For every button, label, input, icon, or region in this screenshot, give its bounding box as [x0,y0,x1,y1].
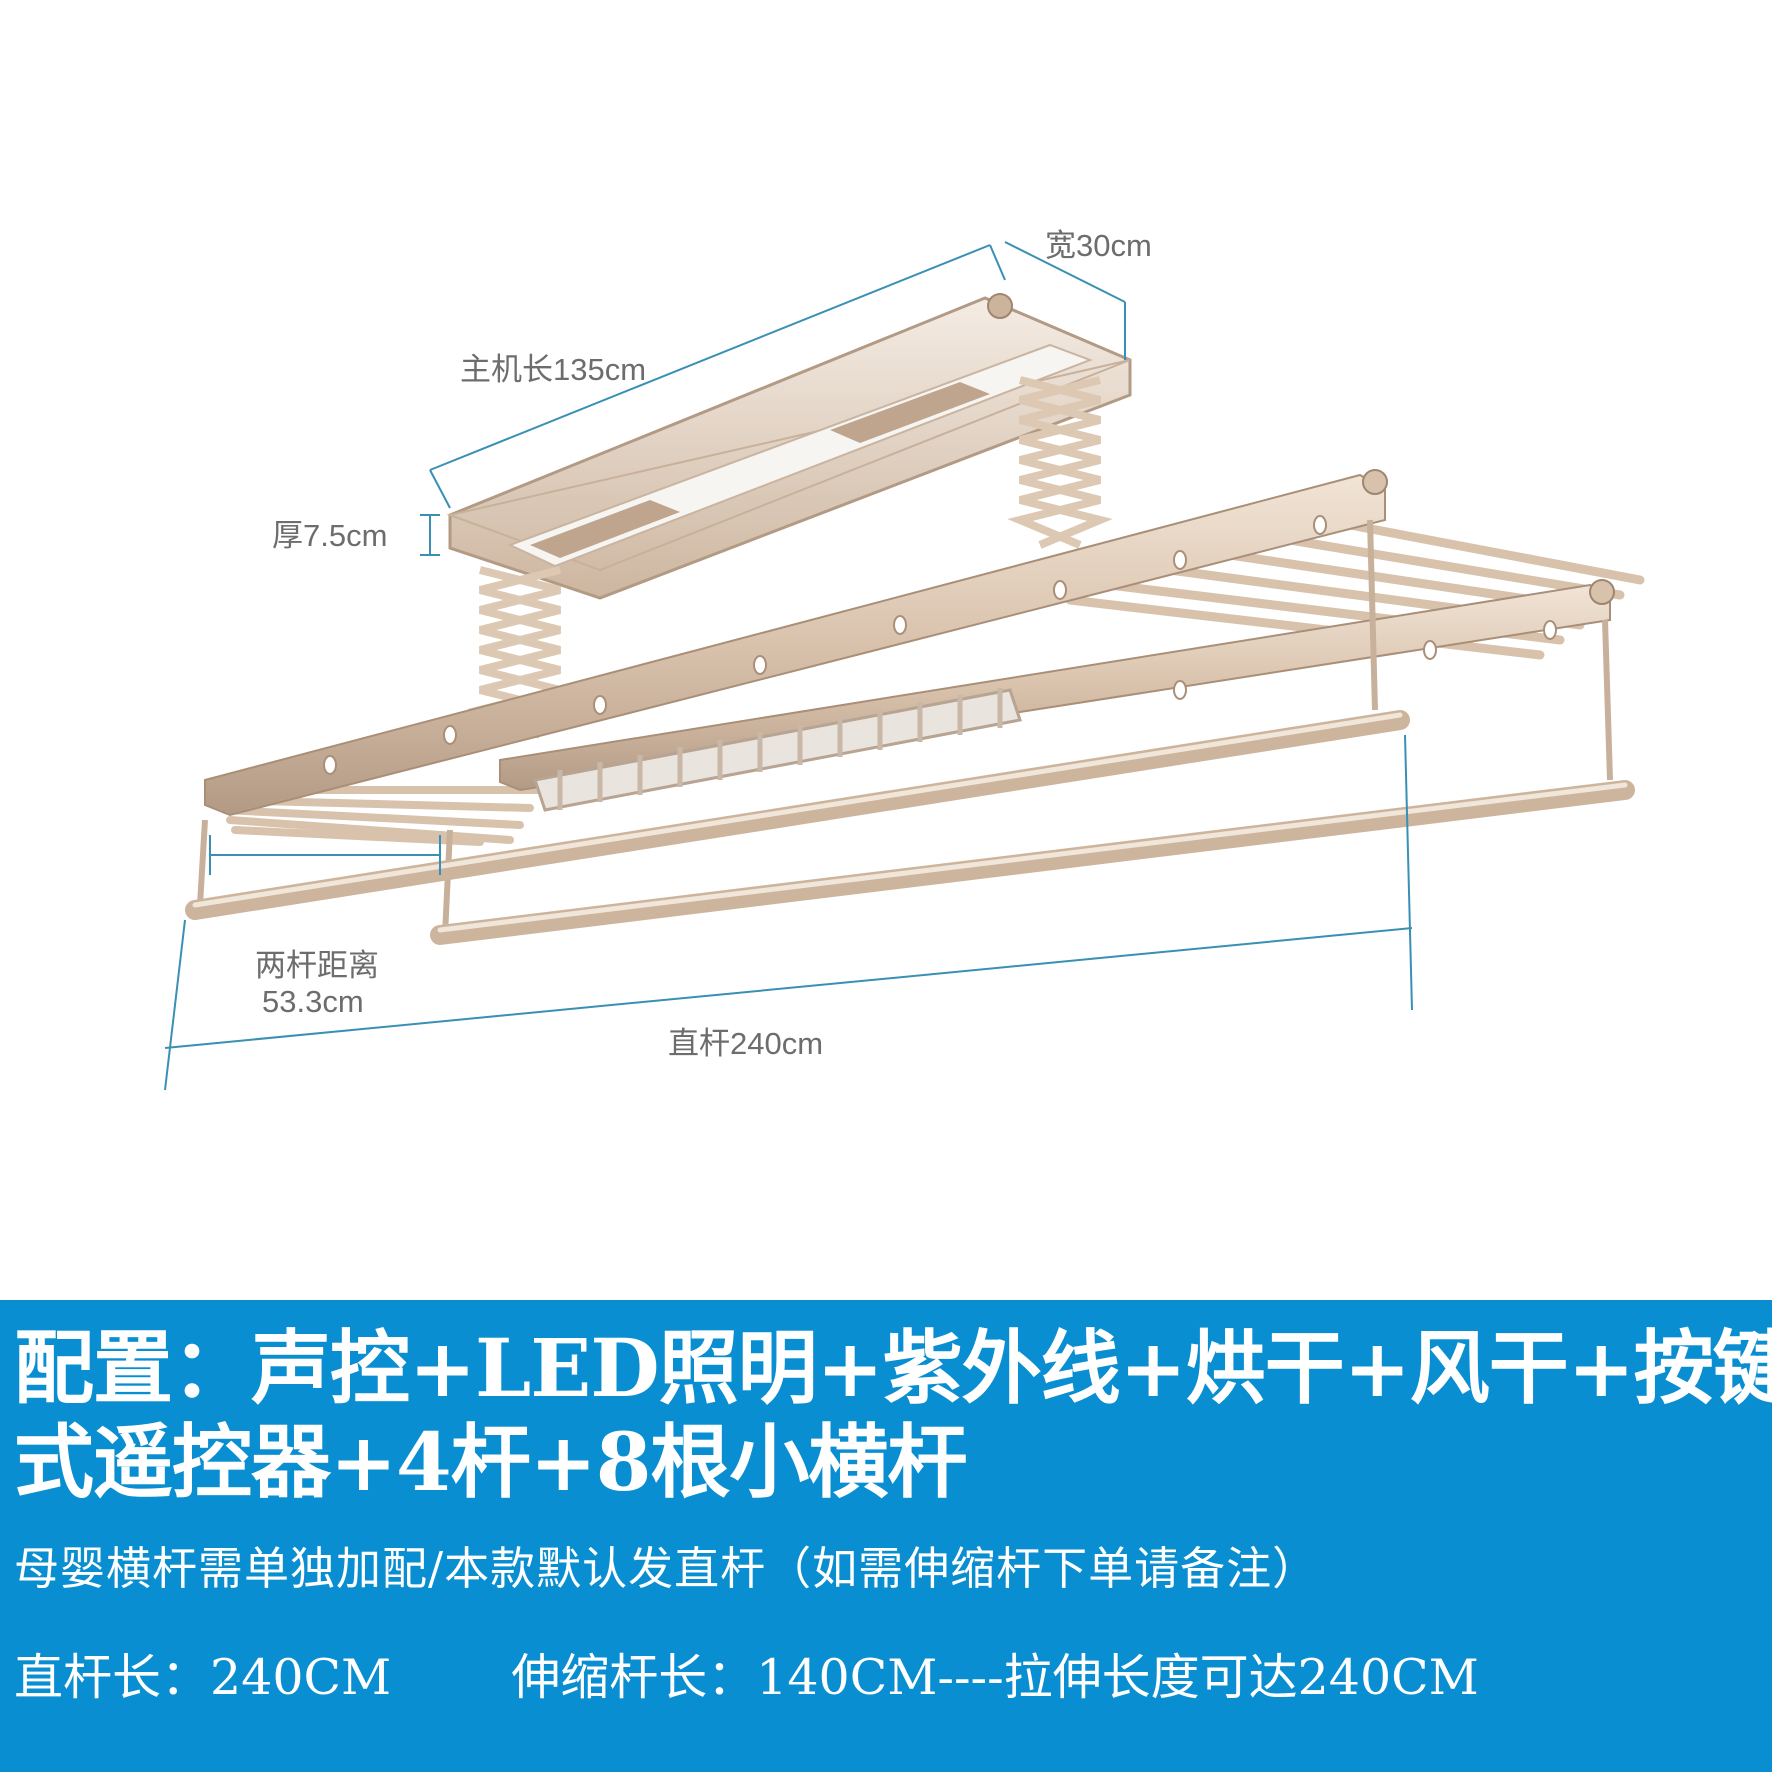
accessory-note: 母婴横杆需单独加配/本款默认发直杆（如需伸缩杆下单请备注） [14,1542,1319,1595]
thickness-label: 厚7.5cm [272,518,388,553]
straight-rod-label: 直杆240cm [668,1026,824,1061]
scissor-lift-right [1007,376,1113,549]
hanger-clips [533,688,1022,812]
width-label: 宽30cm [1045,228,1152,263]
config-line-1: 配置：声控+LED照明+紫外线+烘干+风干+按键 [14,1321,1772,1415]
host-unit [446,293,1132,600]
rod-distance-label-value: 53.3cm [262,984,364,1019]
telescopic-rod-length: 伸缩杆长：140CM----拉伸长度可达240CM [511,1649,1479,1706]
rod-hangers [197,519,1613,936]
host-length-label: 主机长135cm [460,352,647,387]
config-line-2: 式遥控器+4杆+8根小横杆 [14,1415,967,1509]
frame-rails [204,469,1615,817]
straight-rod-length: 直杆长：240CM [14,1649,392,1706]
product-image-area: 宽30cm 主机长135cm 厚7.5cm 两杆距离 53.3cm 直杆240c… [164,228,1645,1091]
spec-banner: 配置：声控+LED照明+紫外线+烘干+风干+按键 式遥控器+4杆+8根小横杆 母… [0,1300,1772,1772]
rod-length-line: 直杆长：240CM 伸缩杆长：140CM----拉伸长度可达240CM [14,1638,1479,1709]
dimension-lines [164,241,1413,1091]
drying-rack-illustration [164,241,1645,1091]
long-rods [185,710,1635,945]
rod-distance-label-title: 两杆距离 [255,948,379,983]
